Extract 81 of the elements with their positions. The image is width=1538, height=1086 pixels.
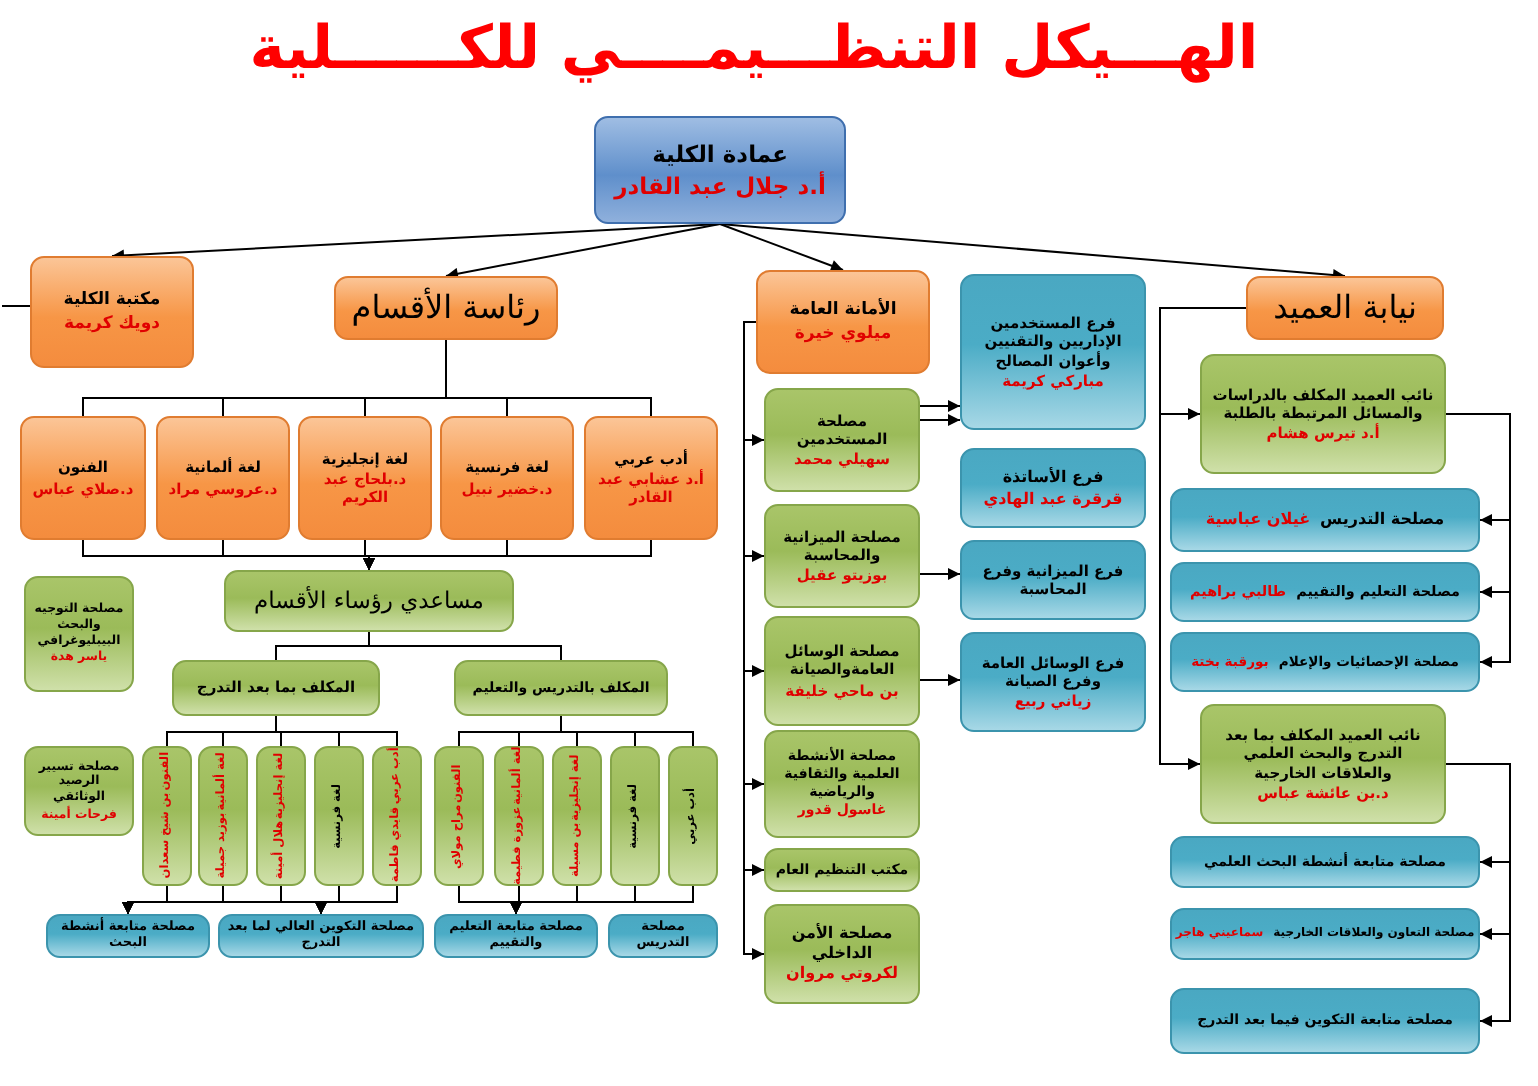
arrow — [122, 885, 168, 915]
unit-title: عمادة الكلية — [652, 140, 788, 169]
arrow — [719, 223, 844, 272]
arrow — [919, 674, 961, 686]
arrow — [919, 568, 961, 580]
unit-title: مصلحة التدريس — [1320, 510, 1445, 530]
org-box — [334, 276, 558, 340]
org-box — [1170, 988, 1480, 1054]
arrow — [458, 885, 522, 915]
org-box — [610, 746, 660, 886]
arrow — [1445, 413, 1511, 668]
org-box — [1200, 704, 1446, 824]
arrow — [111, 223, 721, 262]
arrow — [1445, 763, 1511, 1027]
org-box — [764, 504, 920, 608]
org-box — [668, 746, 718, 886]
connector-line — [166, 715, 277, 747]
org-box — [1170, 562, 1480, 622]
org-box — [960, 632, 1146, 732]
unit-title: فرع الأساتذة — [1002, 467, 1104, 487]
org-box — [372, 746, 422, 886]
org-box — [594, 116, 846, 224]
person-name: ميلوي خيرة — [794, 323, 892, 344]
org-box — [156, 416, 290, 540]
org-box — [46, 914, 210, 958]
org-box — [434, 746, 484, 886]
arrow — [82, 539, 375, 571]
org-box — [142, 746, 192, 886]
unit-title: الأمانة العامة — [789, 300, 897, 321]
org-box — [434, 914, 598, 958]
arrow — [719, 223, 1346, 281]
org-box — [20, 416, 146, 540]
org-box — [454, 660, 668, 716]
org-box — [764, 388, 920, 492]
arrow — [919, 400, 961, 412]
arrow — [1159, 307, 1247, 770]
unit-title: مكتبة الكلية — [63, 290, 161, 311]
org-box — [960, 274, 1146, 430]
org-box — [224, 570, 514, 632]
org-box — [756, 270, 930, 374]
org-box — [1170, 836, 1480, 888]
unit-title: مساعدي رؤساء الأقسام — [254, 586, 484, 615]
org-box — [198, 746, 248, 886]
org-box — [218, 914, 424, 958]
org-box — [1200, 354, 1446, 474]
org-box — [1246, 276, 1444, 340]
org-box — [584, 416, 718, 540]
org-box — [256, 746, 306, 886]
connector-line — [1, 305, 31, 307]
person-name: غيلان عباسية — [1205, 510, 1311, 530]
unit-title: مصلحة الأمن الداخلي — [789, 923, 895, 963]
org-box — [764, 848, 920, 892]
org-box — [960, 448, 1146, 528]
arrow — [445, 223, 721, 280]
org-box — [764, 616, 920, 726]
org-box — [24, 576, 134, 692]
org-box — [1170, 632, 1480, 692]
org-box — [608, 914, 718, 958]
org-box — [314, 746, 364, 886]
org-box — [24, 746, 134, 836]
person-name: أ.د جلال عبد القادر — [614, 171, 826, 200]
org-box — [960, 540, 1146, 620]
org-box — [440, 416, 574, 540]
person-name: دويك كريمة — [64, 313, 160, 334]
org-box — [764, 904, 920, 1004]
org-box — [764, 730, 920, 838]
chart-title: الهـــيكل التنظـــيمــــي للكــــــلية — [249, 16, 1259, 85]
unit-title: نيابة العميد — [1273, 288, 1417, 328]
org-box — [494, 746, 544, 886]
org-box — [172, 660, 380, 716]
person-name: لكروتي مروان — [786, 964, 898, 985]
arrow — [919, 414, 961, 426]
org-box — [30, 256, 194, 368]
org-box — [552, 746, 602, 886]
person-name: قرقرة عبد الهادي — [983, 489, 1123, 509]
org-box — [1170, 488, 1480, 552]
unit-title: رئاسة الأقسام — [351, 288, 541, 328]
connector-line — [82, 339, 447, 417]
org-box — [1170, 908, 1480, 960]
org-box — [298, 416, 432, 540]
connector-line — [458, 715, 562, 747]
